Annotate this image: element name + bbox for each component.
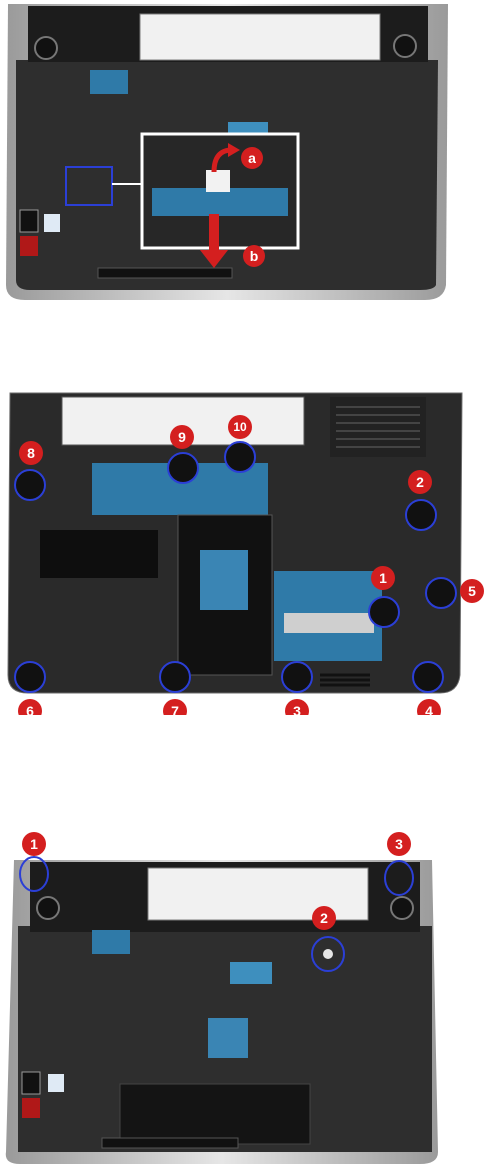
trackpad-button-3: [102, 1138, 238, 1148]
speaker-left-3: [37, 897, 59, 919]
arrow-down-icon: [209, 214, 219, 252]
callout-3-label: 3: [293, 703, 301, 715]
speaker-right-3: [391, 897, 413, 919]
trackpad-area: [98, 268, 232, 278]
board-small: [90, 70, 128, 94]
screw-ring-4: [413, 662, 443, 692]
figure-base-bottom: 1 2 3 4 5 6 7 8 9 10: [0, 375, 487, 715]
screw-ring-6: [15, 662, 45, 692]
callout-10-label: 10: [233, 420, 247, 434]
callout-a-label: a: [248, 150, 256, 166]
figure-palmrest-screws: 1 2 3: [0, 822, 487, 1167]
screw-head-2: [323, 949, 333, 959]
connector-center: [228, 122, 268, 134]
speaker-left: [35, 37, 57, 59]
screw-ring-8: [15, 470, 45, 500]
badge-ati-3: [22, 1098, 40, 1118]
cpu-board: [200, 550, 248, 610]
callout-7-label: 7: [171, 703, 179, 715]
zoom-connector: [206, 170, 230, 192]
screw-ring-7: [160, 662, 190, 692]
zoom-board: [152, 188, 288, 216]
badge-amd: [20, 210, 38, 232]
hinge-bay-3: [148, 868, 368, 920]
badge-windows-3: [48, 1074, 64, 1092]
callout-2-label: 2: [416, 474, 424, 490]
bottom-vent: [320, 675, 370, 685]
callout-3-1-label: 1: [30, 836, 38, 852]
connector-center-3: [230, 962, 272, 984]
speaker-grille-left: [40, 530, 158, 578]
screw-ring-10: [225, 442, 255, 472]
hinge-bay: [140, 14, 380, 60]
callout-3-2-label: 2: [320, 910, 328, 926]
memory-slot: [284, 613, 374, 633]
badge-amd-3: [22, 1072, 40, 1094]
callout-6-label: 6: [26, 703, 34, 715]
speaker-right: [394, 35, 416, 57]
callout-8-label: 8: [27, 445, 35, 461]
figure-palmrest-cable: a b: [0, 0, 487, 310]
callout-b-label: b: [250, 248, 259, 264]
callout-3-3-label: 3: [395, 836, 403, 852]
board-small-3: [92, 930, 130, 954]
badge-windows: [44, 214, 60, 232]
badge-ati: [20, 236, 38, 256]
screw-ring-3: [282, 662, 312, 692]
callout-9-label: 9: [178, 429, 186, 445]
screw-ring-9: [168, 453, 198, 483]
callout-5-label: 5: [468, 583, 476, 599]
screw-ring-1: [369, 597, 399, 627]
callout-1-label: 1: [379, 570, 387, 586]
chip-board-3: [208, 1018, 248, 1058]
trackpad-3: [120, 1084, 310, 1144]
screw-ring-2: [406, 500, 436, 530]
callout-4-label: 4: [425, 703, 433, 715]
screw-ring-5: [426, 578, 456, 608]
